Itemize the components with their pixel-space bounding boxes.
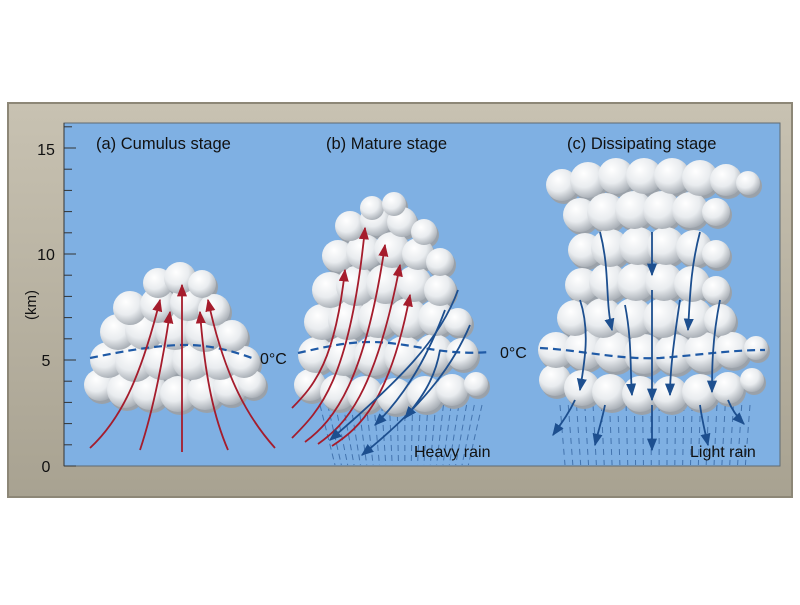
panel-title-mature: (b) Mature stage [326, 135, 447, 153]
freezing-label-ab: 0°C [260, 351, 287, 368]
heavy-rain-label: Heavy rain [414, 444, 490, 461]
panel-title-cumulus: (a) Cumulus stage [96, 135, 231, 153]
y-axis-unit: (km) [23, 290, 40, 320]
y-tick-label: 15 [37, 142, 55, 159]
panel-title-dissipating: (c) Dissipating stage [567, 135, 716, 153]
light-rain-label: Light rain [690, 444, 756, 461]
y-tick-label: 5 [42, 353, 51, 370]
freezing-label-bc: 0°C [500, 345, 527, 362]
y-tick-label: 0 [42, 459, 51, 476]
y-tick-label: 10 [37, 247, 55, 264]
